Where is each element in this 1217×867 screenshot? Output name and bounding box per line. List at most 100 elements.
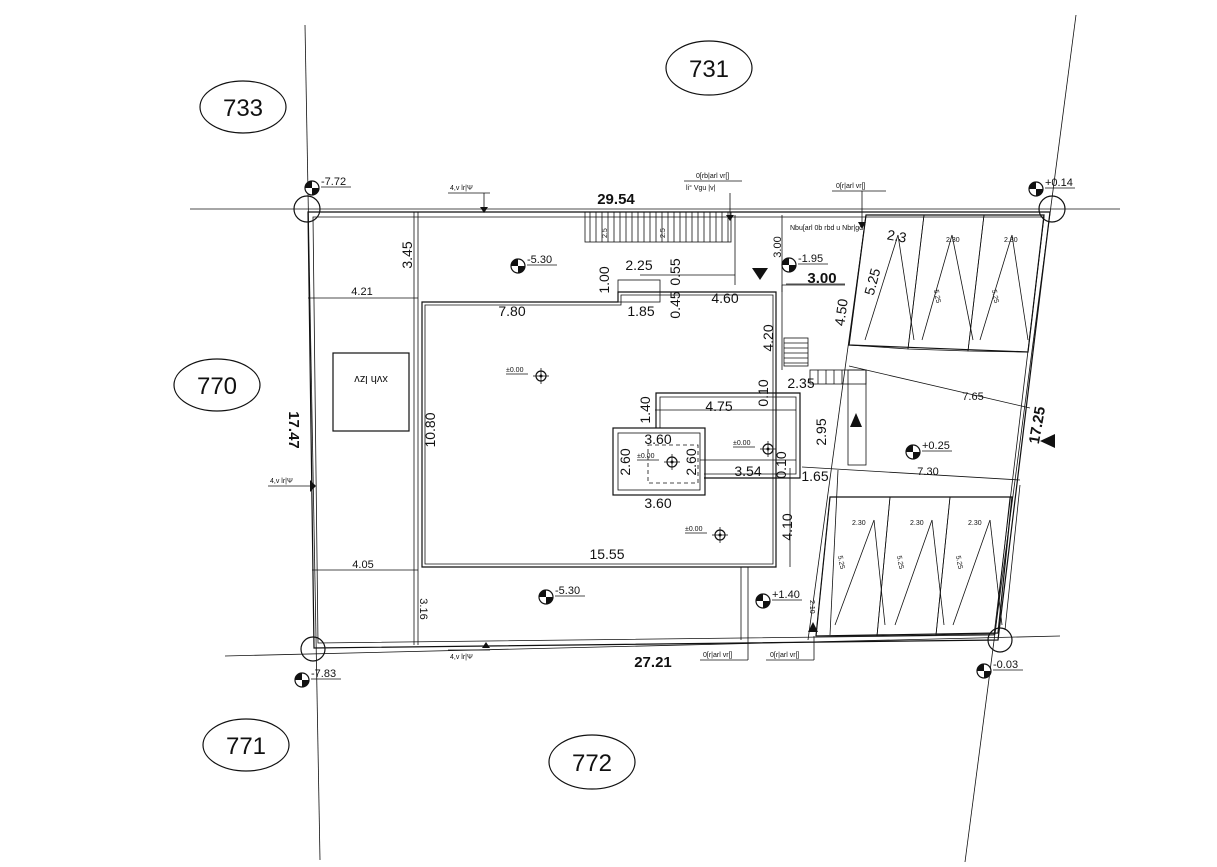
- dimension-label: 2.35: [787, 375, 814, 391]
- up-arrow-icon: [808, 622, 818, 632]
- gate-note: 0[rb|arl vr[]: [696, 173, 729, 180]
- parking-bays-bottom: 2.30 2.30 2.30 5.25 5.25 5.25: [815, 469, 1021, 637]
- level-label: ±0.00: [733, 440, 751, 447]
- main-building: [413, 212, 867, 645]
- bay-length-label: 5.25: [932, 289, 941, 304]
- level-label: -7.72: [321, 176, 346, 188]
- parcel-labels: 731 733 770 771 772: [173, 40, 753, 790]
- corner-marker-br: [987, 627, 1013, 653]
- level-marker: -1.95: [781, 253, 828, 273]
- dimension-label: 0.10: [773, 451, 789, 478]
- dimension-label: 4.50: [831, 297, 851, 326]
- bay-width-label: 2.30: [968, 520, 982, 527]
- bay-length-label: 5.25: [954, 555, 963, 570]
- bay-length-label: 5.25: [990, 289, 999, 304]
- level-marker: +1.40: [755, 589, 802, 609]
- pool-area: xvh lzv: [332, 352, 410, 432]
- dimension-label: 17.47: [285, 411, 302, 449]
- dimension-label: 1.40: [637, 396, 653, 423]
- dimension-label: 4.05: [352, 559, 373, 571]
- pool-label: xvh lzv: [354, 373, 388, 385]
- gate-note: 0[r|arl vr[]: [703, 652, 732, 659]
- driveway: [752, 214, 1055, 641]
- dimension-label: 4.20: [760, 324, 776, 351]
- level-marker: -5.30: [510, 254, 557, 274]
- dimension-label: 0.45: [667, 291, 683, 318]
- annotations: 4,v lr|Ψ 4,v lr|Ψ 4,v lr|Ψ 0[rb|arl vr[]…: [268, 173, 886, 661]
- wall-note: 4,v lr|Ψ: [450, 654, 473, 661]
- level-label: -5.30: [527, 254, 552, 266]
- wall-note: 4,v lr|Ψ: [450, 185, 473, 192]
- corner-marker-tr: [1038, 195, 1066, 223]
- dimension-label: 4.10: [779, 513, 795, 540]
- level-marker: ±0.00: [685, 526, 728, 543]
- dimension-label: 15.55: [589, 546, 624, 562]
- plot-boundary: [307, 211, 1051, 649]
- dimension-label: 1.00: [596, 266, 612, 293]
- ramp-note: 2.10: [808, 600, 815, 614]
- neighbour-boundaries: [190, 14, 1120, 863]
- dimension-label: 4.60: [711, 290, 738, 306]
- parking-note: Nbu[arl 0b rbd u Nbr|gd: [790, 225, 863, 232]
- dimension-label: 17.25: [1026, 405, 1049, 445]
- bay-width-label: 2.30: [852, 520, 866, 527]
- dimension-label: 2.25: [625, 257, 652, 273]
- dimension-label: 2.60: [617, 448, 633, 475]
- gate-note: 0[r|arl vr[]: [836, 183, 865, 190]
- dimension-label: 3.00: [807, 270, 836, 287]
- level-label: ±0.00: [506, 367, 524, 374]
- dimension-label: 27.21: [634, 654, 672, 671]
- level-marker: +0.25: [905, 440, 952, 460]
- dimension-labels: 29.54 27.21 17.47 17.25 3.45 4.21 1.00 2…: [285, 191, 1049, 671]
- entry-arrow-icon: [1040, 434, 1055, 448]
- down-arrow-icon: [752, 268, 768, 280]
- dimension-label: 4.21: [351, 286, 372, 298]
- dimension-label: 3.60: [644, 431, 671, 447]
- stair-label: 2.5: [602, 228, 609, 238]
- corner-markers: [293, 195, 1066, 662]
- dimension-label: 7.65: [962, 391, 983, 403]
- corner-marker-bl: [300, 636, 326, 662]
- bay-width-label: 2.30: [910, 520, 924, 527]
- level-label: ±0.00: [685, 526, 703, 533]
- entrance-steps: 2.5 2.5: [584, 211, 732, 243]
- dimension-label: 1.65: [801, 468, 828, 484]
- bay-width-label: 2.30: [1004, 237, 1018, 244]
- parcel-label-771: 771: [226, 733, 266, 760]
- dimension-lines: [308, 274, 845, 571]
- dimension-label: 10.80: [422, 412, 438, 447]
- dimension-label: 7.30: [917, 466, 938, 478]
- level-markers: -7.72 +0.14 -7.83 -0.03 -5.30 -5.30 -1.95 +0.25…: [294, 176, 1075, 688]
- level-marker: -7.72: [304, 176, 351, 196]
- level-marker: ±0.00: [637, 453, 680, 470]
- bay-length-label: 5.25: [836, 555, 845, 570]
- dimension-label: 0.55: [667, 258, 683, 285]
- bay-width-label: 2.30: [946, 237, 960, 244]
- gate-note: li° Vgu |v|: [686, 184, 716, 192]
- level-label: -1.95: [798, 253, 823, 265]
- dimension-label: 2.3: [886, 227, 908, 246]
- gate-note: 0[r|arl vr[]: [770, 652, 799, 659]
- dimension-label: 4.75: [705, 398, 732, 414]
- level-marker: ±0.00: [733, 440, 776, 457]
- up-arrow-icon: [850, 413, 862, 427]
- dimension-label: 7.80: [498, 303, 525, 319]
- level-label: +0.25: [922, 440, 950, 452]
- parcel-label-733: 733: [223, 95, 263, 122]
- parcel-label-770: 770: [197, 373, 237, 400]
- dimension-label: 1.85: [627, 303, 654, 319]
- level-label: ±0.00: [637, 453, 655, 460]
- level-label: +1.40: [772, 589, 800, 601]
- dimension-label: 3.60: [644, 495, 671, 511]
- corner-marker-tl: [293, 195, 321, 223]
- level-label: -0.03: [993, 659, 1018, 671]
- parcel-label-772: 772: [572, 750, 612, 777]
- level-label: +0.14: [1045, 177, 1073, 189]
- dimension-label: 3.16: [417, 598, 429, 619]
- wall-note: 4,v lr|Ψ: [270, 478, 293, 485]
- dimension-label: 3.45: [399, 241, 415, 268]
- level-marker: -5.30: [538, 585, 585, 605]
- level-marker: -7.83: [294, 668, 341, 688]
- level-marker: -0.03: [976, 659, 1023, 679]
